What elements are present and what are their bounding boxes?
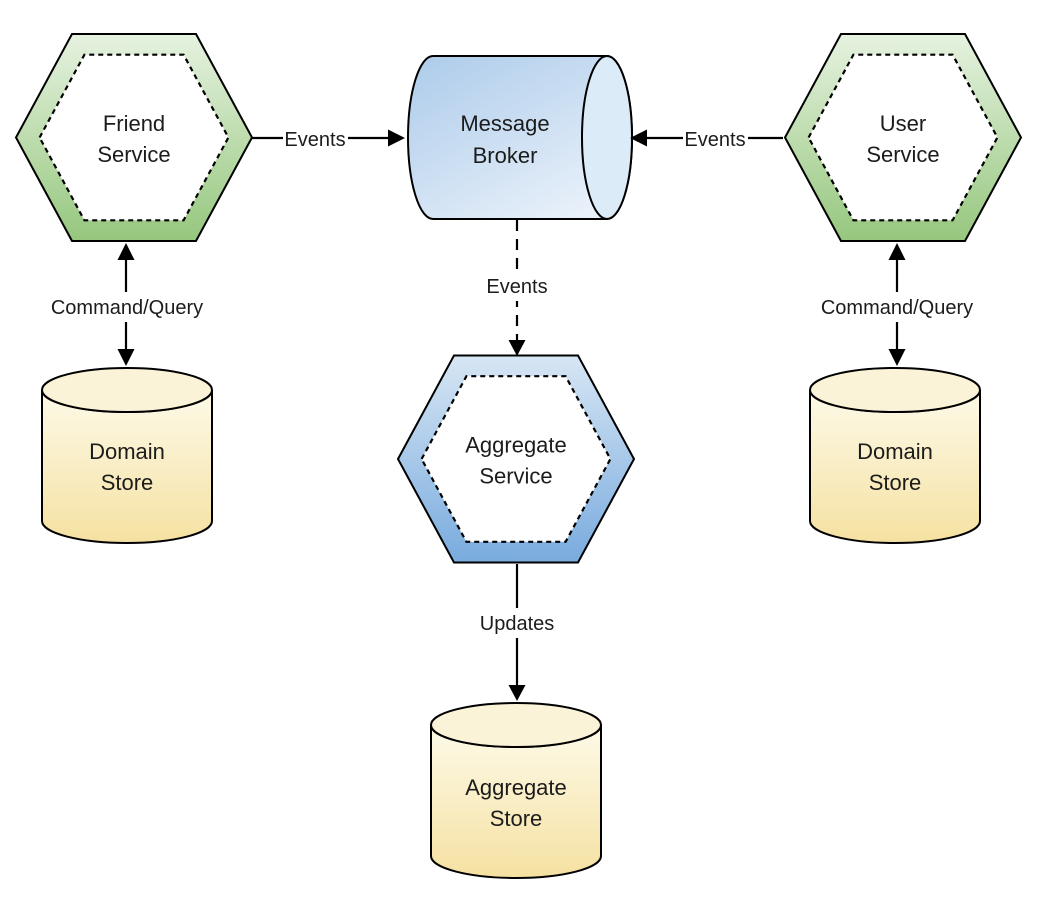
edge-friend-events-label: Events (284, 129, 345, 151)
edge-broker-events-label: Events (486, 276, 547, 298)
domain-store-left-node: Domain Store (41, 367, 213, 544)
aggregate-store-cylinder-lid (430, 702, 602, 748)
edge-user-command-query: Command/Query (821, 243, 973, 366)
friend-service-label-line2: Service (97, 142, 170, 167)
message-broker-cylinder-cap (581, 55, 633, 220)
aggregate-service-label-line2: Service (479, 464, 552, 489)
edge-broker-events: Events (483, 220, 551, 356)
domain-store-left-cylinder-lid (41, 367, 213, 413)
domain-store-right-node: Domain Store (809, 367, 981, 544)
user-service-label-line1: User (880, 111, 926, 136)
edge-friend-command-query-arrowhead-up (117, 243, 135, 260)
aggregate-store-node: Aggregate Store (430, 702, 602, 879)
edge-aggregate-updates-arrowhead (508, 685, 526, 701)
edge-friend-command-query-label: Command/Query (51, 297, 203, 319)
edge-friend-command-query: Command/Query (51, 243, 203, 366)
user-service-node: User Service (783, 33, 1023, 242)
message-broker-node: Message Broker (407, 55, 633, 220)
edge-friend-command-query-arrowhead-down (117, 349, 135, 366)
user-service-label-line2: Service (866, 142, 939, 167)
edge-user-command-query-arrowhead-up (888, 243, 906, 260)
aggregate-store-label-line1: Aggregate (465, 775, 567, 800)
aggregate-store-label-line2: Store (490, 806, 543, 831)
message-broker-label-line2: Broker (473, 143, 538, 168)
friend-service-node: Friend Service (14, 33, 254, 242)
domain-store-left-label-line2: Store (101, 470, 154, 495)
edge-user-command-query-label: Command/Query (821, 297, 973, 319)
edge-aggregate-updates-label: Updates (480, 613, 555, 635)
friend-service-inner-boundary (38, 53, 230, 222)
domain-store-right-cylinder-lid (809, 367, 981, 413)
edge-broker-events-label-background (483, 271, 551, 301)
edge-user-command-query-label-background (828, 292, 968, 322)
domain-store-right-label-line2: Store (869, 470, 922, 495)
domain-store-left-label-line1: Domain (89, 439, 165, 464)
user-service-inner-boundary (807, 53, 999, 222)
aggregate-service-inner-boundary (420, 375, 612, 543)
friend-service-label-line1: Friend (103, 111, 165, 136)
edge-friend-events: Events (252, 123, 405, 153)
edge-aggregate-updates-label-background (478, 608, 556, 638)
edge-friend-command-query-label-background (57, 292, 197, 322)
edge-aggregate-updates: Updates (478, 564, 556, 701)
edge-user-events-arrowhead (630, 129, 647, 147)
message-broker-label-line1: Message (460, 111, 549, 136)
aggregate-service-node: Aggregate Service (396, 354, 636, 564)
domain-store-right-label-line1: Domain (857, 439, 933, 464)
edge-broker-events-arrowhead (508, 340, 526, 356)
aggregate-service-label-line1: Aggregate (465, 433, 567, 458)
edge-user-command-query-arrowhead-down (888, 349, 906, 366)
edge-user-events-label-background (683, 123, 748, 153)
edge-friend-events-arrowhead (388, 129, 405, 147)
edge-user-events-label: Events (684, 129, 745, 151)
edge-user-events: Events (630, 123, 783, 153)
edge-friend-events-label-background (283, 123, 348, 153)
